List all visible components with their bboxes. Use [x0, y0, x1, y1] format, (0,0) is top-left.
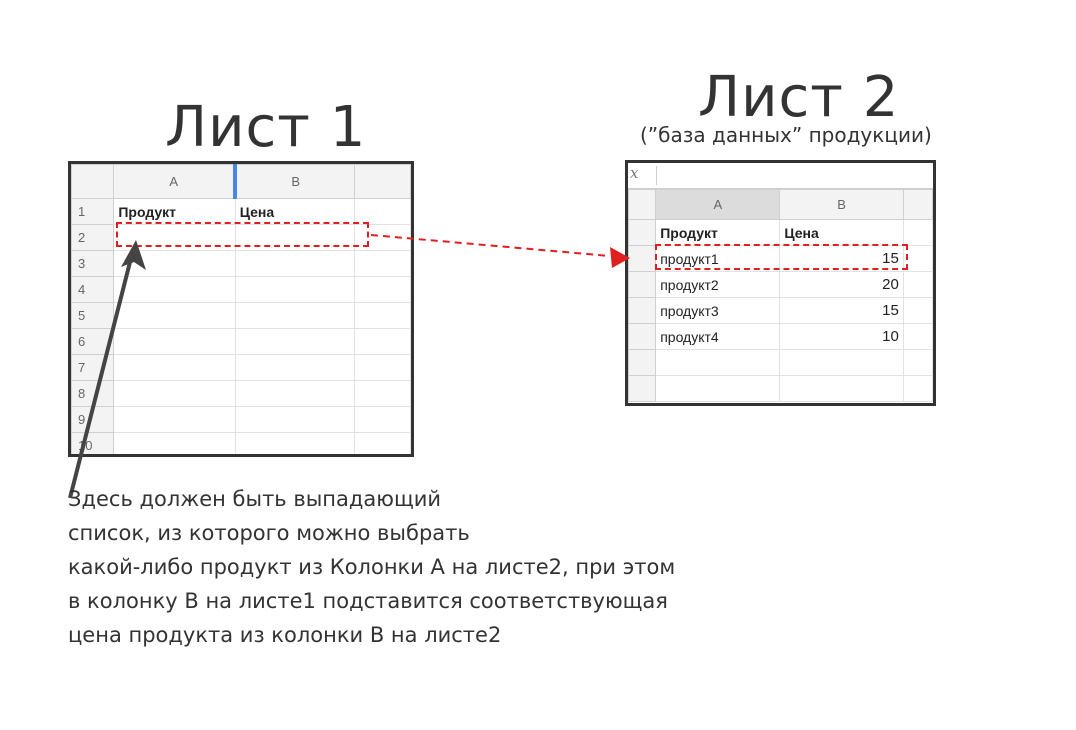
- sheet1-cell[interactable]: [234, 432, 356, 454]
- sheet2-row-header[interactable]: [628, 375, 657, 402]
- red-arrowhead-icon: [610, 247, 630, 268]
- explanation-note: Здесь должен быть выпадающий список, из …: [68, 482, 768, 652]
- note-line: в колонку В на листе1 подставится соотве…: [68, 589, 668, 613]
- sheet2-row-header[interactable]: [628, 219, 657, 246]
- sheet2-col-b-header[interactable]: B: [779, 189, 904, 220]
- sheet2-col-a-header[interactable]: A: [655, 189, 781, 220]
- sheet2-cell[interactable]: [655, 375, 781, 402]
- sheet1-cell[interactable]: [113, 328, 236, 355]
- note-line: цена продукта из колонки В на листе2: [68, 623, 502, 647]
- sheet1-col-b-header[interactable]: B: [233, 164, 356, 199]
- note-line: список, из которого можно выбрать: [68, 521, 470, 545]
- sheet1-cell[interactable]: [354, 380, 411, 407]
- sheet1-cell[interactable]: [234, 250, 356, 277]
- sheet1-row-header[interactable]: 3: [71, 250, 115, 277]
- sheet2-row-header[interactable]: [628, 271, 657, 298]
- sheet1-cell[interactable]: [234, 380, 356, 407]
- sheet2-product-name[interactable]: продукт4: [655, 323, 781, 350]
- sheet2-title: Лист 2: [698, 65, 900, 130]
- sheet1-cell[interactable]: [354, 406, 411, 433]
- sheet2-col-c-header[interactable]: [902, 189, 933, 220]
- sheet1-title: Лист 1: [165, 95, 367, 160]
- sheet2-product-name[interactable]: продукт1: [655, 245, 781, 272]
- formula-bar-divider: [656, 166, 657, 185]
- sheet2-cell[interactable]: [779, 349, 904, 376]
- sheet1-row-header[interactable]: 8: [71, 380, 115, 407]
- sheet2-cell[interactable]: [902, 323, 933, 350]
- sheet1-row-header[interactable]: 1: [71, 198, 115, 225]
- sheet2-cell[interactable]: [902, 271, 933, 298]
- sheet1-row-header[interactable]: 7: [71, 354, 115, 381]
- sheet1-cell-b1[interactable]: Цена: [234, 198, 356, 225]
- sheet2-row-header[interactable]: [628, 297, 657, 324]
- sheet1-row-header[interactable]: 5: [71, 302, 115, 329]
- sheet2-cell-a1[interactable]: Продукт: [655, 219, 781, 246]
- dashed-red-arrow: [370, 234, 611, 257]
- sheet1-cell[interactable]: [354, 250, 411, 277]
- sheet1-cell[interactable]: [354, 276, 411, 303]
- sheet2-cell[interactable]: [902, 219, 933, 246]
- sheet2-row-header[interactable]: [628, 245, 657, 272]
- sheet2-cell[interactable]: [902, 349, 933, 376]
- formula-bar[interactable]: x: [628, 163, 933, 189]
- sheet2-row-header[interactable]: [628, 349, 657, 376]
- pointer-arrowhead-icon: [121, 240, 146, 270]
- sheet2-product-price[interactable]: 15: [779, 245, 904, 272]
- sheet2-cell[interactable]: [902, 297, 933, 324]
- sheet2-grid: A B Продукт Цена продукт1 15 продукт2 20…: [628, 189, 933, 402]
- sheet1-cell[interactable]: [354, 432, 411, 454]
- note-line: Здесь должен быть выпадающий: [68, 487, 442, 511]
- sheet2-spreadsheet: x A B Продукт Цена продукт1 15 продукт2 …: [625, 160, 936, 406]
- fx-icon: x: [630, 164, 639, 182]
- pointer-arrow: [68, 261, 132, 499]
- sheet1-cell[interactable]: [354, 328, 411, 355]
- sheet1-grid: A B 1 Продукт Цена 2 3 4 5 6: [71, 164, 411, 454]
- sheet1-cell[interactable]: [113, 432, 236, 454]
- sheet2-cell[interactable]: [902, 375, 933, 402]
- sheet2-row-header[interactable]: [628, 323, 657, 350]
- sheet2-subtitle: (”база данных” продукции): [640, 123, 932, 147]
- sheet2-corner-cell[interactable]: [628, 189, 657, 220]
- sheet1-row-header[interactable]: 2: [71, 224, 115, 251]
- sheet1-cell[interactable]: [354, 198, 411, 225]
- sheet1-col-c-header[interactable]: [354, 164, 411, 199]
- sheet1-row-header[interactable]: 9: [71, 406, 115, 433]
- sheet2-cell[interactable]: [779, 375, 904, 402]
- sheet1-row-header[interactable]: 4: [71, 276, 115, 303]
- sheet1-spreadsheet: A B 1 Продукт Цена 2 3 4 5 6: [68, 161, 414, 457]
- note-line: какой-либо продукт из Колонки А на листе…: [68, 555, 676, 579]
- sheet1-corner-cell[interactable]: [71, 164, 115, 199]
